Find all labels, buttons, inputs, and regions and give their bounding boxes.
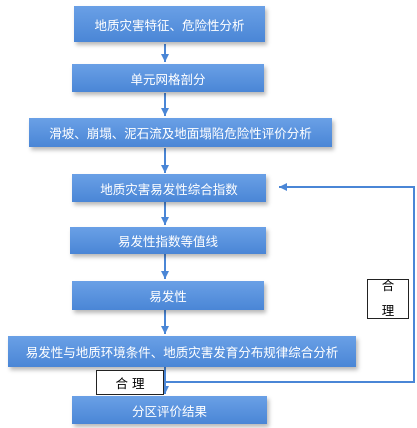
step-3-label: 滑坡、崩塌、泥石流及地面塌陷危险性评价分析 [49, 126, 312, 141]
feedback-note-bottom-label: 合 理 [115, 376, 145, 391]
feedback-note-right: 合 理 [367, 279, 409, 319]
step-6-box: 易发性 [72, 281, 264, 310]
step-8-label: 分区评价结果 [131, 403, 207, 419]
step-1-label: 地质灾害特征、危险性分析 [94, 17, 245, 33]
step-5-label: 易发性指数等值线 [117, 234, 218, 249]
feedback-note-right-label: 合 理 [381, 278, 395, 319]
step-4-box: 地质灾害易发性综合指数 [72, 174, 266, 202]
step-6-label: 易发性 [149, 289, 187, 304]
step-2-box: 单元网格剖分 [72, 64, 264, 92]
feedback-loop-line [164, 183, 415, 383]
step-8-box: 分区评价结果 [72, 396, 267, 424]
step-1-box: 地质灾害特征、危险性分析 [74, 6, 265, 42]
step-4-label: 地质灾害易发性综合指数 [100, 181, 238, 197]
step-2-label: 单元网格剖分 [130, 71, 206, 87]
step-7-label: 易发性与地质环境条件、地质灾害发育分布规律综合分析 [25, 345, 339, 360]
step-3-box: 滑坡、崩塌、泥石流及地面塌陷危险性评价分析 [29, 118, 332, 147]
feedback-note-bottom: 合 理 [96, 370, 164, 395]
step-5-box: 易发性指数等值线 [70, 227, 266, 254]
step-7-box: 易发性与地质环境条件、地质灾害发育分布规律综合分析 [8, 336, 356, 367]
